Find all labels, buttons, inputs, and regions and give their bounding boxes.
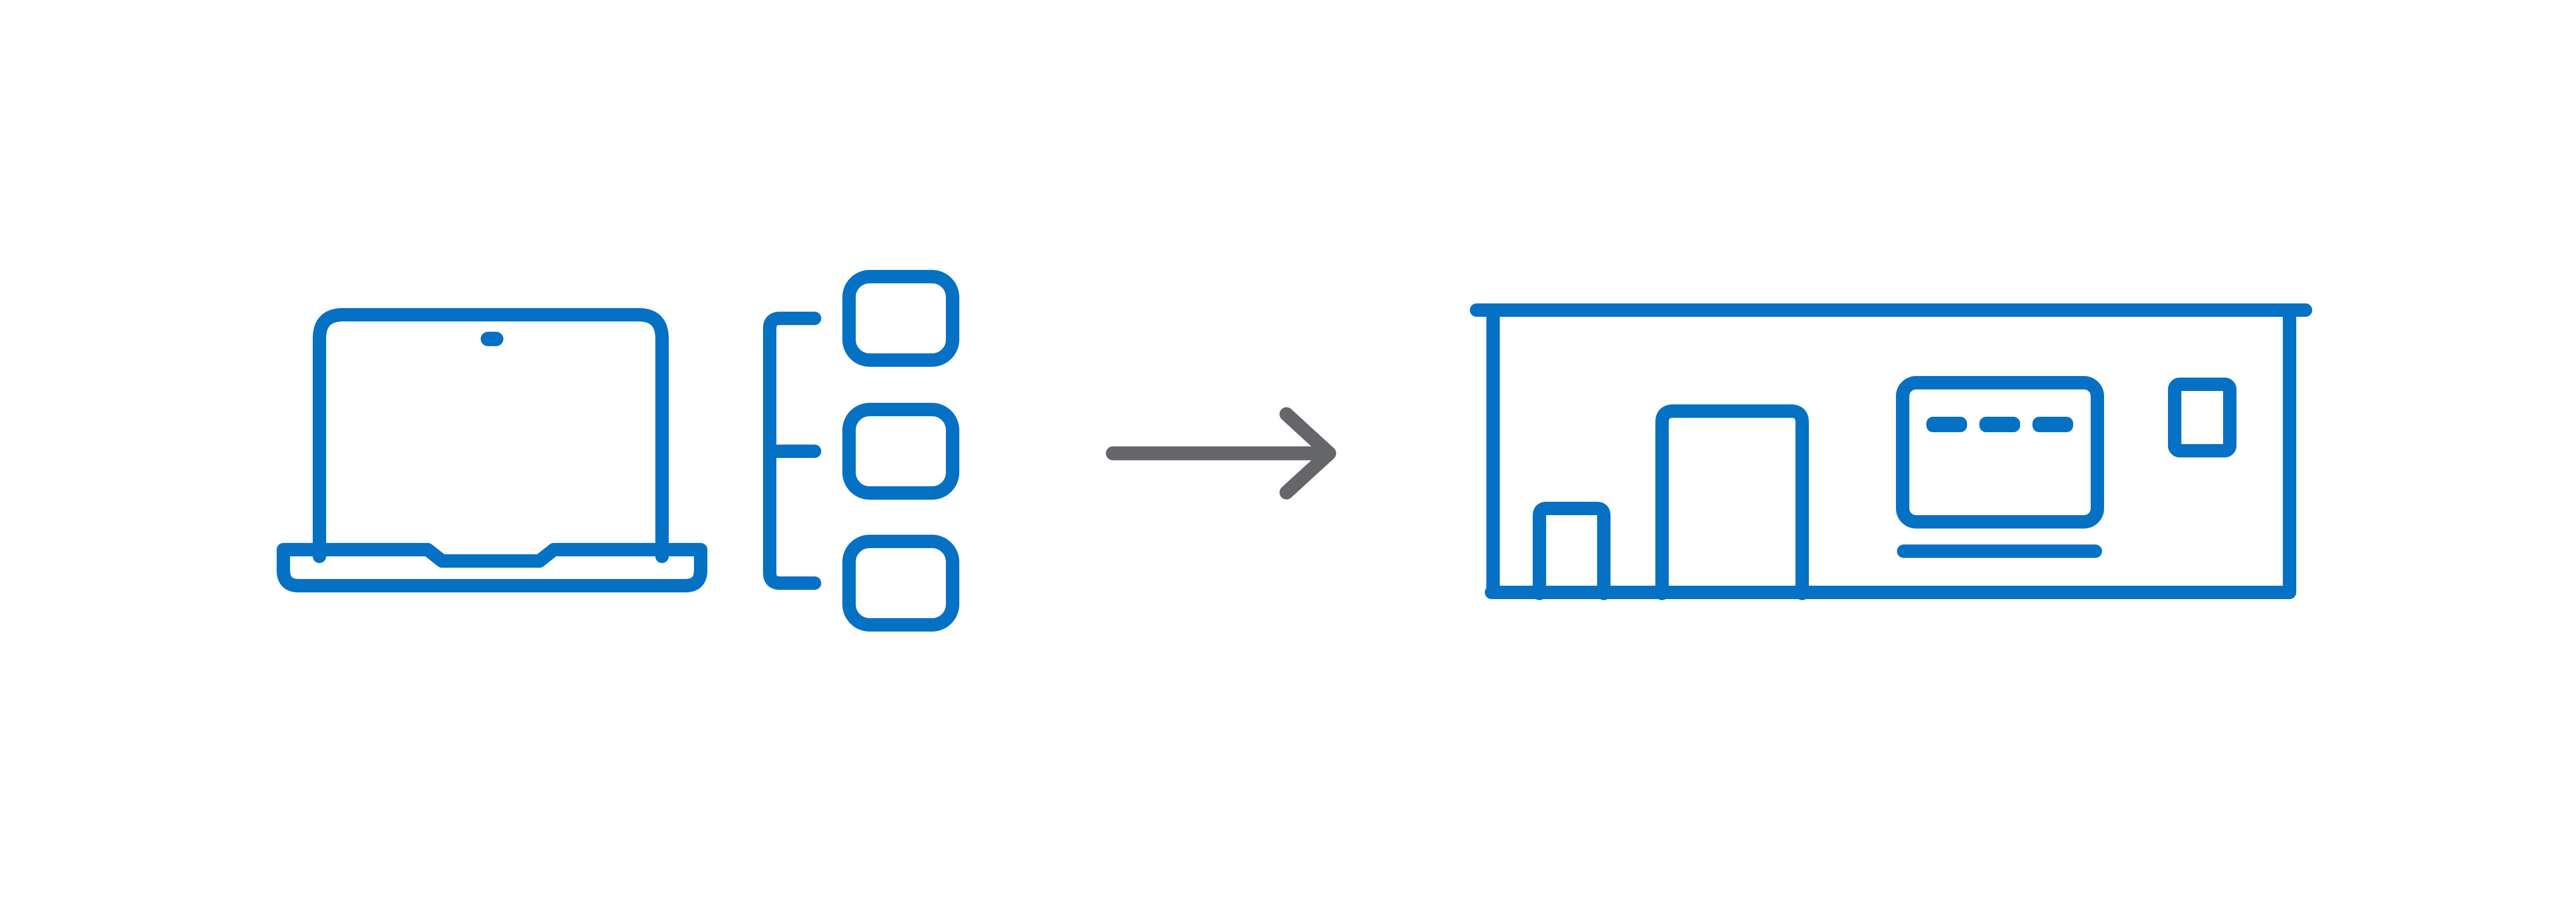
tree-item-top xyxy=(842,270,959,367)
laptop-camera-dot-icon xyxy=(481,332,503,346)
tree-bracket-connector xyxy=(763,312,821,590)
signboard-dash-2 xyxy=(1979,417,2020,432)
laptop-icon xyxy=(277,308,707,592)
arrow-right-icon xyxy=(1106,407,1336,500)
building-floor-and-right-wall xyxy=(1485,308,2296,599)
signboard-dash-1 xyxy=(1926,417,1967,432)
list-tree-icon xyxy=(763,270,959,632)
tree-item-bottom xyxy=(842,535,959,632)
building-door xyxy=(1655,404,1809,600)
signboard-dash-3 xyxy=(2032,417,2073,432)
building-signboard xyxy=(1896,376,2104,529)
building-window xyxy=(2168,378,2236,457)
laptop-screen xyxy=(313,308,669,563)
arrow-head xyxy=(1279,407,1336,500)
building-crate xyxy=(1533,502,1611,600)
tree-item-middle xyxy=(842,403,959,500)
laptop-base xyxy=(277,543,707,592)
storefront-building-icon xyxy=(1470,303,2312,600)
